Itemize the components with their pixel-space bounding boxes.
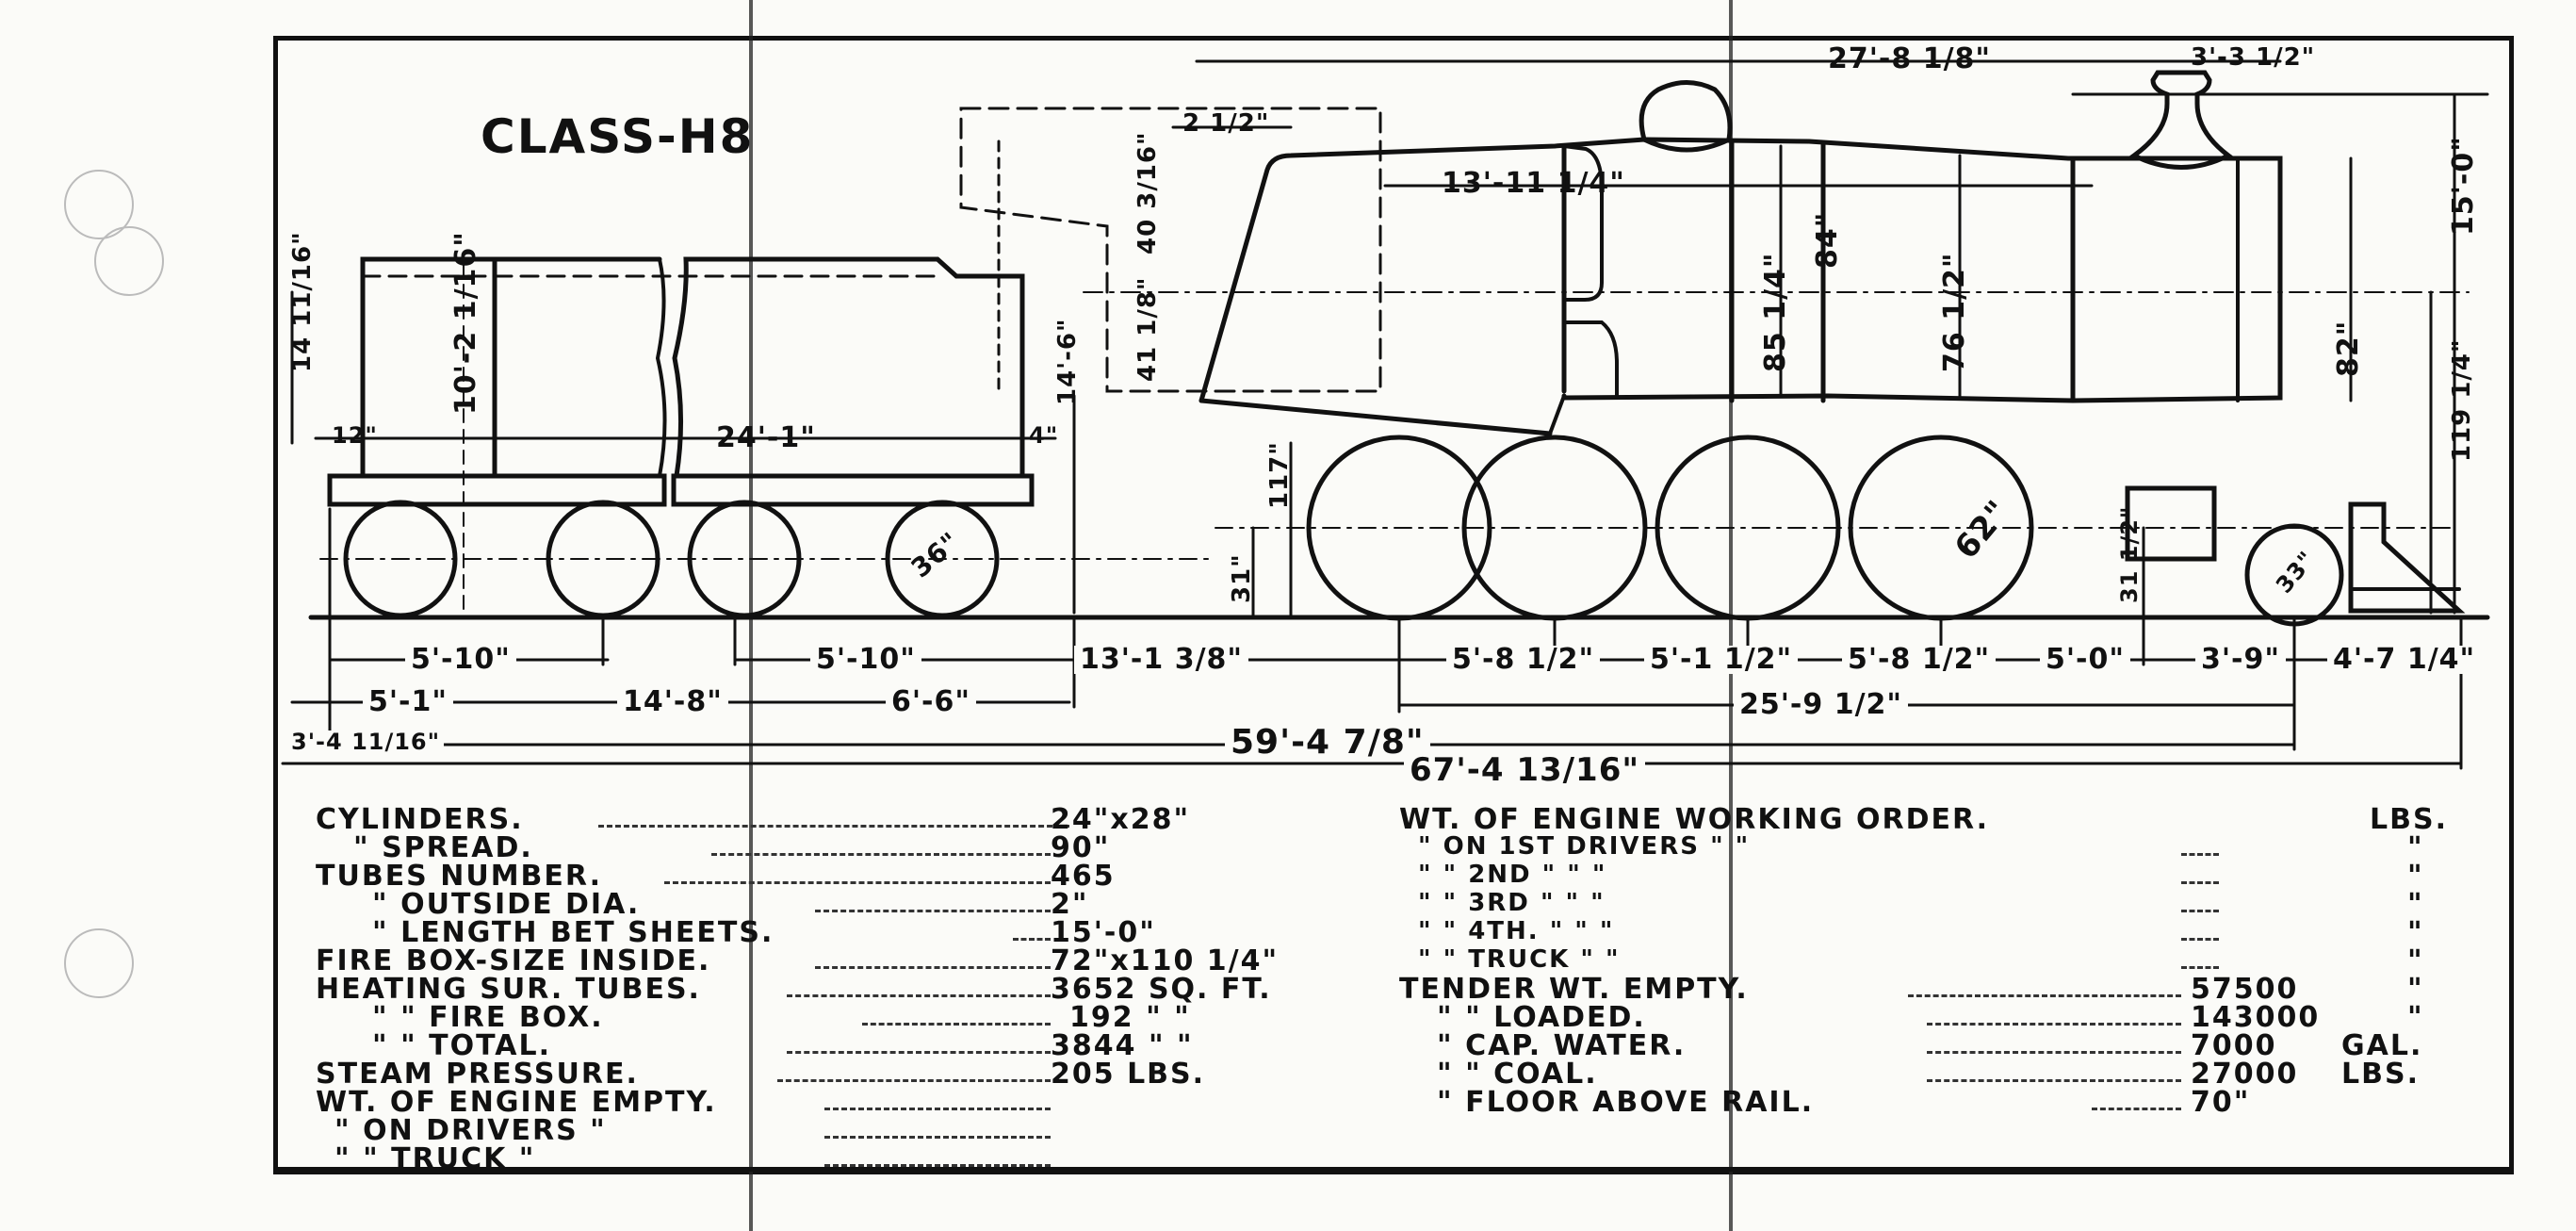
spec-label: " OUTSIDE DIA. (372, 888, 641, 921)
cylinder (2125, 485, 2217, 562)
dim-row2-1: 14'-8" (617, 688, 728, 716)
spec-label: " LENGTH BET SHEETS. (372, 916, 774, 949)
spec-value: 57500 (2191, 973, 2299, 1006)
spec-unit: LBS. (2370, 803, 2448, 836)
dim-tender-end-right: 4" (1029, 422, 1059, 449)
dim-boiler-3: 76 1/2" (1938, 252, 1971, 372)
spec-unit: " (2407, 860, 2424, 893)
steam-dome (1639, 80, 1733, 153)
spec-label: " SPREAD. (353, 831, 533, 864)
spec-label: TUBES NUMBER. (316, 860, 602, 893)
dim-tender-length: 24'-1" (716, 421, 816, 454)
spec-label: " ON DRIVERS " (334, 1114, 607, 1147)
spec-label: " " TOTAL. (372, 1029, 551, 1062)
spec-value: 143000 (2191, 1001, 2321, 1034)
spec-unit: LBS. (2341, 1058, 2420, 1091)
dim-row2-3: 25'-9 1/2" (1734, 691, 1909, 719)
spec-value: 24"x28" (1051, 803, 1191, 836)
spec-unit: " (2407, 973, 2424, 1006)
tender (314, 256, 1057, 618)
spec-unit: " (2407, 888, 2424, 921)
spec-unit: " (2407, 831, 2424, 864)
dim-smokebox: 82" (2332, 320, 2365, 377)
spec-label: STEAM PRESSURE. (316, 1058, 639, 1091)
dim-tender-coping: 14 11/16" (288, 231, 317, 372)
spec-label: " " LOADED. (1437, 1001, 1646, 1034)
spec-label: " " FIRE BOX. (372, 1001, 604, 1034)
dim-row1-4: 5'-1 1/2" (1644, 646, 1799, 674)
pilot (2348, 501, 2466, 614)
dim-stack-offset: 3'-3 1/2" (2191, 43, 2316, 72)
dim-boiler-center: 119 1/4" (2448, 338, 2476, 462)
spec-label: WT. OF ENGINE EMPTY. (316, 1086, 717, 1119)
spec-label: HEATING SUR. TUBES. (316, 973, 701, 1006)
dim-row1-2: 13'-1 3/8" (1074, 646, 1249, 674)
spec-label: " " 4TH. " " " (1418, 917, 1615, 945)
dim-tender-end-left: 12" (332, 422, 378, 449)
punch-hole (64, 170, 134, 239)
spec-label: " " TRUCK " " (1418, 945, 1621, 974)
dim-cab-side: 14'-6" (1053, 318, 1082, 405)
dim-row1-3: 5'-8 1/2" (1446, 646, 1601, 674)
spec-label: TENDER WT. EMPTY. (1399, 973, 1749, 1006)
punch-hole (64, 928, 134, 998)
drawing-title: CLASS-H8 (481, 109, 755, 164)
spec-label: FIRE BOX-SIZE INSIDE. (316, 944, 711, 977)
spec-unit: " (2407, 916, 2424, 949)
spec-label: CYLINDERS. (316, 803, 524, 836)
dim-overall-boiler: 27'-8 1/8" (1828, 42, 1992, 75)
spec-value: 3652 SQ. FT. (1051, 973, 1272, 1006)
spec-value: 2" (1051, 888, 1089, 921)
dim-row1-7: 3'-9" (2195, 646, 2287, 674)
dim-cab-to-dome: 13'-11 1/4" (1442, 167, 1625, 200)
dim-cab-offset: 2 1/2" (1182, 109, 1270, 138)
spec-value: 15'-0" (1051, 916, 1156, 949)
spec-value: 90" (1051, 831, 1111, 864)
dim-row1-5: 5'-8 1/2" (1842, 646, 1997, 674)
spec-value: 27000 (2191, 1058, 2299, 1091)
spec-value: 465 (1051, 860, 1116, 893)
dim-row1-1: 5'-10" (810, 646, 921, 674)
spec-value: 7000 (2191, 1029, 2277, 1062)
dim-row1-8: 4'-7 1/4" (2327, 646, 2482, 674)
spec-value: 205 LBS. (1051, 1058, 1206, 1091)
dim-row4-0: 67'-4 13/16" (1404, 754, 1646, 786)
dim-tender-height: 10'-2 1/16" (449, 231, 482, 415)
dim-wheel-center: 31" (1228, 553, 1256, 603)
spec-label: WT. OF ENGINE WORKING ORDER. (1399, 803, 1990, 836)
punch-hole (94, 226, 164, 296)
spec-label: " " 3RD " " " (1418, 889, 1606, 917)
dim-cab-lower: 41 1/8" (1133, 276, 1162, 382)
dim-cab-floor-rail: 117" (1265, 441, 1294, 509)
spec-label: " " 2ND " " " (1418, 861, 1607, 889)
spec-value: 70" (2191, 1086, 2251, 1119)
dim-boiler-1: 85 1/4" (1759, 252, 1792, 372)
dimension-lines (281, 59, 2489, 770)
spec-value: 192 " " (1069, 1001, 1191, 1034)
spec-label: " " COAL. (1437, 1058, 1598, 1091)
dim-row2-0: 5'-1" (363, 688, 454, 716)
dim-height-top: 15'-0" (2447, 136, 2480, 236)
dim-row1-6: 5'-0" (2040, 646, 2131, 674)
dim-row3-1: 59'-4 7/8" (1225, 726, 1430, 760)
spec-unit: GAL. (2341, 1029, 2423, 1062)
spec-value: 3844 " " (1051, 1029, 1194, 1062)
spec-unit: " (2407, 944, 2424, 977)
smokestack (2129, 70, 2233, 170)
bottom-border (273, 1167, 2514, 1172)
drawing-border (273, 36, 2514, 1174)
dim-cab-window: 40 3/16" (1133, 131, 1162, 254)
dim-boiler-2: 84" (1811, 211, 1844, 269)
spec-label: " CAP. WATER. (1437, 1029, 1687, 1062)
dim-row1-0: 5'-10" (405, 646, 516, 674)
spec-label: " ON 1ST DRIVERS " " (1418, 832, 1751, 861)
dim-cylinder-center: 31 1/2" (2116, 505, 2143, 603)
dim-row2-2: 6'-6" (886, 688, 977, 716)
spec-unit: " (2407, 1001, 2424, 1034)
dim-row3-0: 3'-4 11/16" (287, 730, 445, 753)
spec-value: 72"x110 1/4" (1051, 944, 1280, 977)
spec-label: " FLOOR ABOVE RAIL. (1437, 1086, 1815, 1119)
